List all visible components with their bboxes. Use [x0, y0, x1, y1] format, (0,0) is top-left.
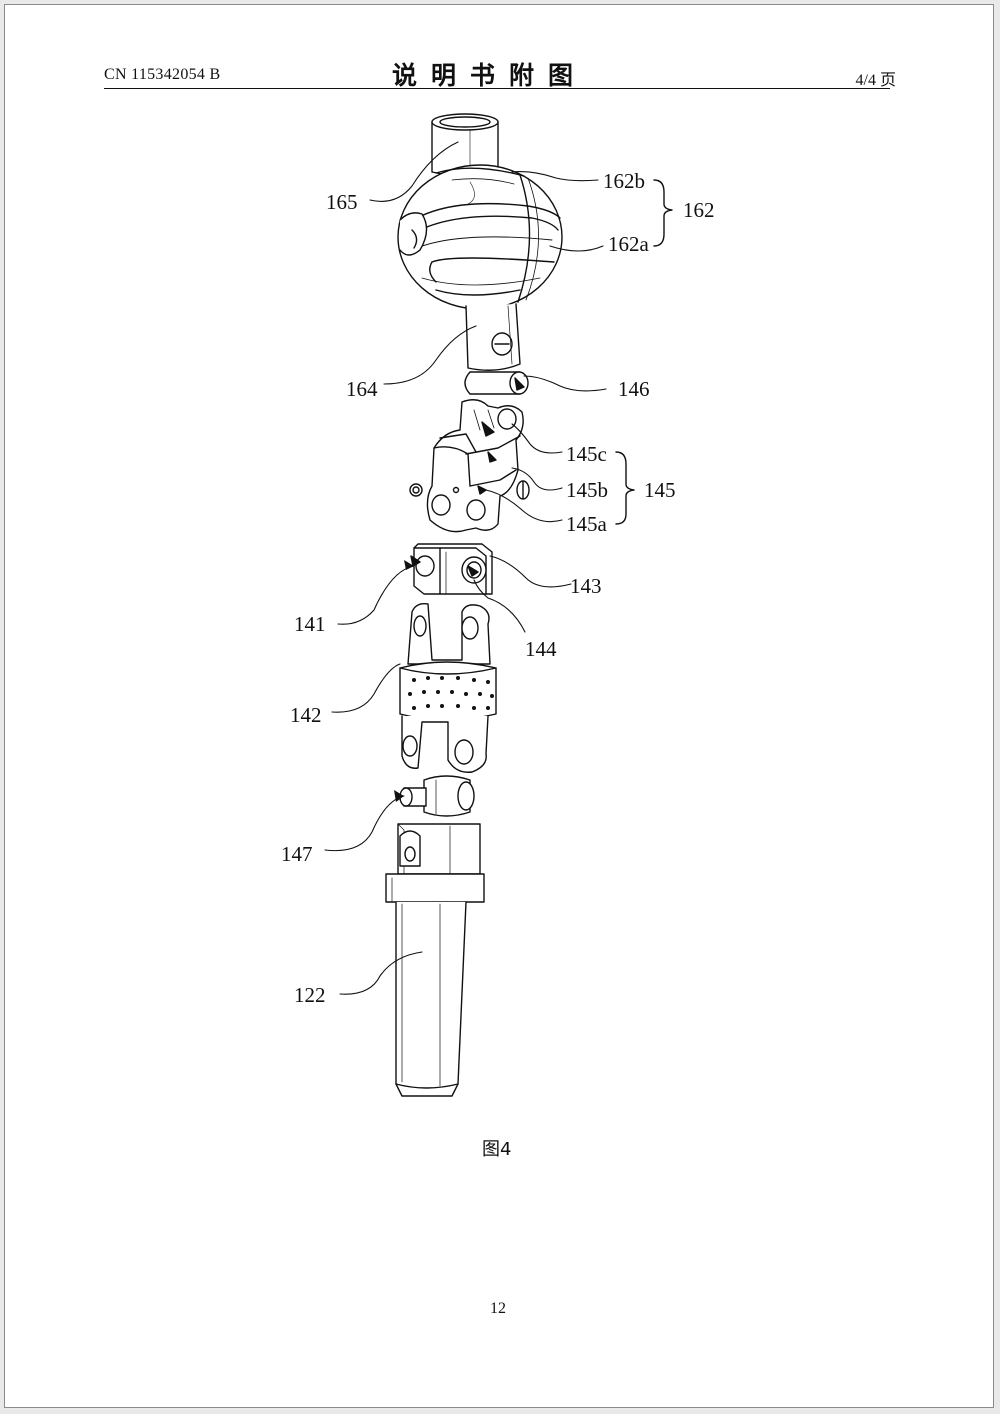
patent-number: CN 115342054 B [104, 66, 221, 83]
part-147-bushing [399, 775, 475, 817]
part-146-pin [464, 371, 529, 395]
part-145-joint [409, 399, 530, 533]
label-162a: 162a [608, 232, 650, 256]
label-122: 122 [294, 983, 326, 1007]
label-142: 142 [290, 703, 322, 727]
part-164-neck [465, 303, 521, 371]
label-146: 146 [618, 377, 650, 401]
page-number: 12 [490, 1300, 506, 1317]
page-fraction: 4/4 页 [855, 72, 896, 89]
label-145b: 145b [566, 478, 608, 502]
label-164: 164 [346, 377, 378, 401]
part-143-block [410, 543, 493, 595]
label-145c: 145c [566, 442, 607, 466]
bracket-162 [653, 179, 673, 247]
part-162-sphere [397, 164, 563, 310]
label-147: 147 [281, 842, 313, 866]
part-142-yoke [399, 602, 497, 773]
header-rule [104, 88, 890, 89]
leader-lines [324, 141, 607, 995]
leader-arrowheads [394, 560, 414, 802]
label-141: 141 [294, 612, 326, 636]
figure-caption: 图4 [482, 1139, 512, 1160]
label-145: 145 [644, 478, 676, 502]
part-122-tube [385, 823, 485, 1097]
label-162b: 162b [603, 169, 645, 193]
bracket-145 [615, 451, 635, 525]
label-143: 143 [570, 574, 602, 598]
section-title: 说明书附图 [392, 61, 588, 90]
label-162: 162 [683, 198, 715, 222]
label-165: 165 [326, 190, 358, 214]
label-145a: 145a [566, 512, 608, 536]
label-144: 144 [525, 637, 557, 661]
